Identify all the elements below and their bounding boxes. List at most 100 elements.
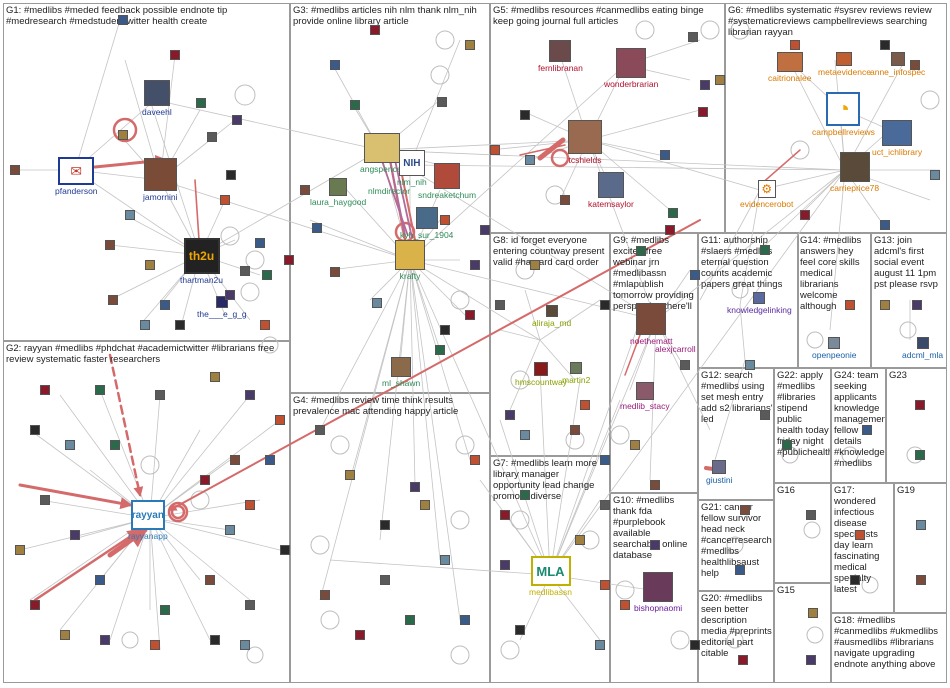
avatar[interactable]	[205, 575, 215, 585]
avatar[interactable]	[330, 267, 340, 277]
avatar[interactable]	[175, 320, 185, 330]
avatar[interactable]	[155, 390, 165, 400]
avatar[interactable]	[245, 500, 255, 510]
node-tcshields[interactable]: tcshields	[568, 120, 602, 165]
node-martin2[interactable]: martin2	[562, 362, 590, 385]
avatar[interactable]	[916, 575, 926, 585]
avatar[interactable]	[560, 195, 570, 205]
avatar[interactable]	[520, 490, 530, 500]
node-thartman2u[interactable]: th2u thartman2u	[180, 238, 223, 285]
node-wonderbrarian[interactable]: wonderbrarian	[604, 48, 658, 89]
avatar[interactable]	[525, 155, 535, 165]
avatar[interactable]	[808, 608, 818, 618]
node-ml-shawn[interactable]: ml_shawn	[382, 357, 420, 388]
node-bishopnaomi[interactable]: bishopnaomi	[634, 572, 682, 613]
avatar[interactable]	[698, 107, 708, 117]
avatar[interactable]	[680, 360, 690, 370]
avatar[interactable]	[260, 320, 270, 330]
avatar[interactable]	[118, 130, 128, 140]
avatar[interactable]	[530, 260, 540, 270]
avatar[interactable]	[118, 15, 128, 25]
avatar[interactable]	[495, 300, 505, 310]
node-pfanderson[interactable]: ✉ pfanderson	[55, 157, 98, 196]
avatar[interactable]	[232, 115, 242, 125]
avatar[interactable]	[480, 225, 490, 235]
avatar[interactable]	[225, 290, 235, 300]
avatar[interactable]	[30, 425, 40, 435]
avatar[interactable]	[300, 185, 310, 195]
avatar[interactable]	[245, 600, 255, 610]
avatar[interactable]	[440, 555, 450, 565]
avatar[interactable]	[312, 223, 322, 233]
avatar[interactable]	[370, 25, 380, 35]
avatar[interactable]	[410, 482, 420, 492]
node-campbellreviews[interactable]: ◔ campbellreviews	[812, 92, 875, 137]
avatar[interactable]	[125, 210, 135, 220]
avatar[interactable]	[315, 425, 325, 435]
avatar[interactable]	[10, 165, 20, 175]
avatar[interactable]	[855, 530, 865, 540]
avatar[interactable]	[500, 510, 510, 520]
avatar[interactable]	[505, 410, 515, 420]
node-medlib-stacy[interactable]: medlib_stacy	[620, 382, 670, 411]
node-metaevidence[interactable]: metaevidence	[818, 52, 871, 77]
avatar[interactable]	[320, 590, 330, 600]
avatar[interactable]	[105, 240, 115, 250]
avatar[interactable]	[650, 480, 660, 490]
avatar[interactable]	[636, 246, 646, 256]
node-openpeonie[interactable]: openpeonie	[812, 337, 856, 360]
avatar[interactable]	[715, 75, 725, 85]
node-angspencer[interactable]: angspencer	[360, 133, 404, 174]
avatar[interactable]	[595, 640, 605, 650]
avatar[interactable]	[465, 40, 475, 50]
avatar[interactable]	[240, 266, 250, 276]
avatar[interactable]	[790, 40, 800, 50]
avatar[interactable]	[65, 440, 75, 450]
node-the-e-g-g[interactable]: the___e_g_g	[197, 296, 247, 319]
avatar[interactable]	[245, 390, 255, 400]
avatar[interactable]	[380, 575, 390, 585]
avatar[interactable]	[355, 630, 365, 640]
avatar[interactable]	[380, 520, 390, 530]
avatar[interactable]	[435, 345, 445, 355]
avatar[interactable]	[580, 400, 590, 410]
node-adcml-mla[interactable]: adcml_mla	[902, 337, 943, 360]
node-jamornini[interactable]: jamornini	[143, 158, 178, 202]
avatar[interactable]	[265, 455, 275, 465]
avatar[interactable]	[912, 300, 922, 310]
avatar[interactable]	[700, 80, 710, 90]
avatar[interactable]	[690, 640, 700, 650]
avatar[interactable]	[460, 615, 470, 625]
avatar[interactable]	[350, 100, 360, 110]
avatar[interactable]	[630, 440, 640, 450]
avatar[interactable]	[862, 425, 872, 435]
avatar[interactable]	[915, 450, 925, 460]
avatar[interactable]	[915, 400, 925, 410]
avatar[interactable]	[800, 210, 810, 220]
avatar[interactable]	[880, 220, 890, 230]
avatar[interactable]	[210, 372, 220, 382]
avatar[interactable]	[470, 455, 480, 465]
avatar[interactable]	[110, 440, 120, 450]
avatar[interactable]	[30, 600, 40, 610]
node-krafty[interactable]: krafty	[395, 240, 425, 281]
avatar[interactable]	[440, 325, 450, 335]
avatar[interactable]	[910, 60, 920, 70]
avatar[interactable]	[490, 145, 500, 155]
avatar[interactable]	[880, 300, 890, 310]
avatar[interactable]	[420, 500, 430, 510]
avatar[interactable]	[108, 295, 118, 305]
avatar[interactable]	[15, 545, 25, 555]
avatar[interactable]	[210, 635, 220, 645]
avatar[interactable]	[930, 170, 940, 180]
avatar[interactable]	[330, 60, 340, 70]
avatar[interactable]	[520, 110, 530, 120]
avatar[interactable]	[688, 32, 698, 42]
avatar[interactable]	[240, 640, 250, 650]
avatar[interactable]	[665, 225, 675, 235]
avatar[interactable]	[738, 655, 748, 665]
avatar[interactable]	[520, 430, 530, 440]
avatar[interactable]	[100, 635, 110, 645]
node-anne-infospec[interactable]: anne_infospec	[870, 52, 925, 77]
avatar[interactable]	[40, 495, 50, 505]
